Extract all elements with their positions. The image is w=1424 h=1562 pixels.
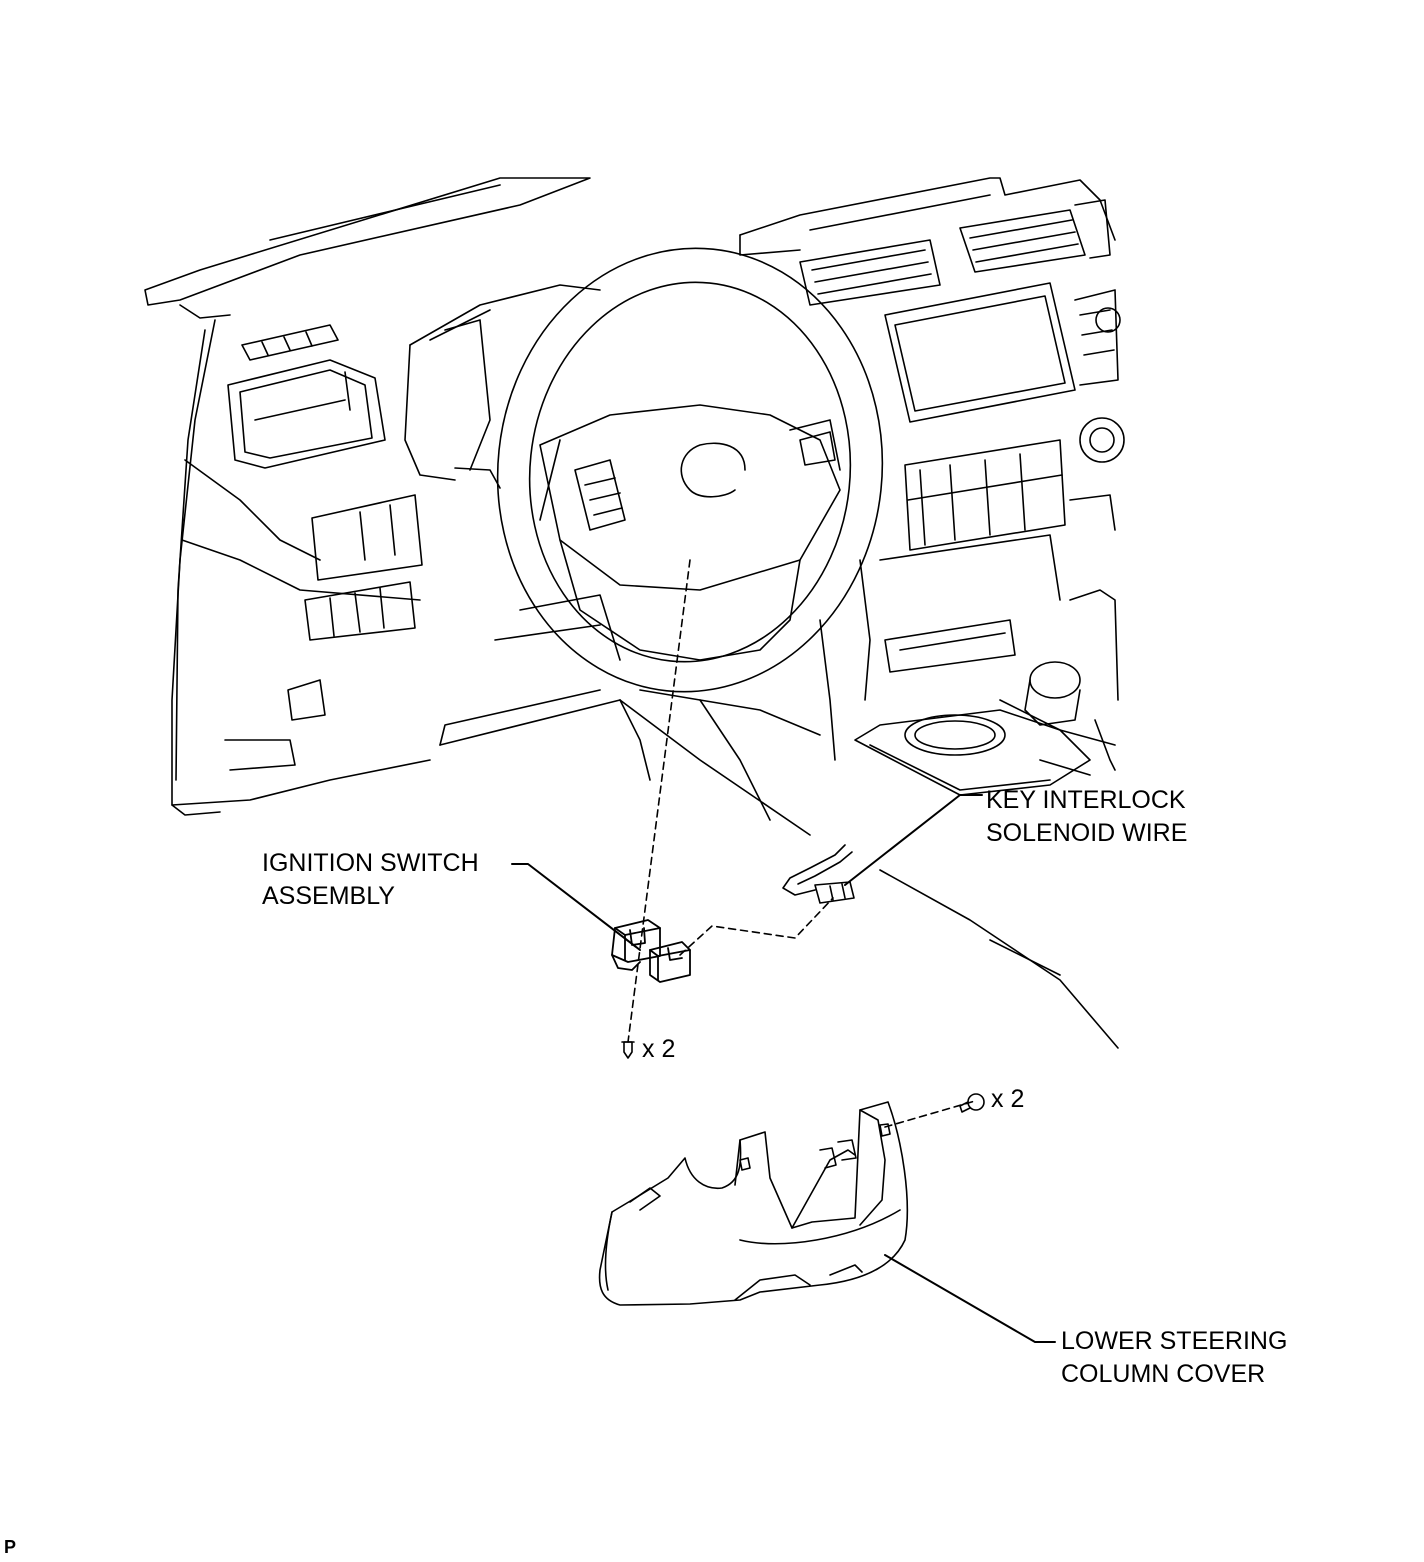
center-stack	[799, 199, 1125, 796]
ignition-switch-label: IGNITION SWITCH ASSEMBLY	[262, 847, 479, 913]
steering-column-area	[494, 594, 821, 821]
lower-cover-label-line2: COLUMN COVER	[1061, 1360, 1266, 1388]
lower-steering-column-cover	[598, 1101, 909, 1306]
screw-quantity-label: x 2	[642, 1035, 676, 1063]
key-interlock-label-line2: SOLENOID WIRE	[986, 819, 1188, 847]
dashboard-left-panel	[171, 319, 621, 816]
lower-cover-label-line1: LOWER STEERING	[1061, 1327, 1288, 1355]
lower-cover-label: LOWER STEERING COLUMN COVER	[1061, 1325, 1287, 1391]
floor-lines	[619, 559, 1119, 1049]
key-interlock-solenoid-wire	[782, 844, 855, 904]
ignition-switch-label-line1: IGNITION SWITCH	[262, 849, 479, 877]
corner-mark: P	[4, 1537, 17, 1557]
steering-wheel	[496, 247, 884, 693]
instrument-cluster	[404, 284, 601, 489]
cover-screw-quantity-label: x 2	[991, 1085, 1025, 1113]
key-interlock-label-line1: KEY INTERLOCK	[986, 786, 1186, 814]
leader-lines	[511, 794, 1056, 1343]
ignition-switch-label-line2: ASSEMBLY	[262, 882, 395, 910]
key-interlock-label: KEY INTERLOCK SOLENOID WIRE	[986, 784, 1187, 850]
screw-icon	[621, 1041, 635, 1059]
cover-screw-icon	[959, 1093, 985, 1113]
install-path-lines	[627, 559, 976, 1128]
ignition-switch-assembly	[611, 919, 691, 983]
dashboard-top	[144, 177, 1116, 319]
